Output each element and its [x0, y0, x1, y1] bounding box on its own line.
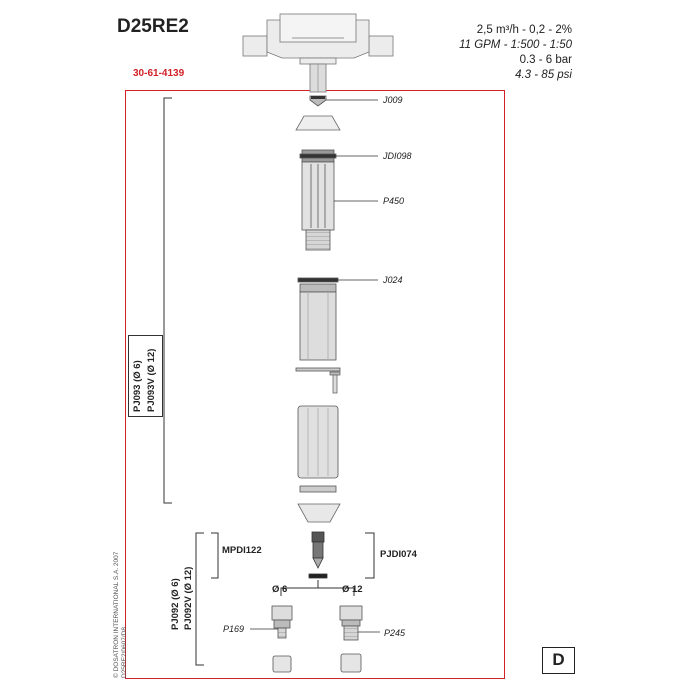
copyright-text: © DOSATRON INTERNATIONAL S.A. 2007 [113, 551, 120, 678]
model-title: D25RE2 [117, 16, 189, 37]
screw-icon [329, 371, 341, 394]
spec-line-bar: 0.3 - 6 bar [519, 54, 572, 66]
p450-plunger-icon [299, 149, 337, 251]
pjdi074-bracket [365, 532, 375, 579]
j009-part-icon [309, 95, 327, 107]
p245-connector-icon [339, 605, 363, 673]
check-valve-icon [308, 531, 328, 579]
label-pjdi074: PJDI074 [380, 549, 417, 560]
label-size-6: Ø 6 [272, 584, 288, 595]
spec-line-gpm: 11 GPM - 1:500 - 1:50 [459, 39, 572, 51]
label-p450: P450 [383, 196, 405, 206]
label-mpdi122: MPDI122 [222, 545, 262, 556]
pump-body-icon [242, 13, 394, 93]
label-j024: J024 [383, 275, 403, 285]
label-jdi098: JDI098 [383, 151, 412, 161]
section-letter-box: D [542, 647, 575, 674]
mpdi122-bracket [211, 532, 219, 579]
lower-kit-label-12: PJ092V (Ø 12) [183, 566, 194, 630]
cylinder-icon [295, 277, 341, 372]
spec-line-flow: 2,5 m³/h - 0,2 - 2% [476, 24, 572, 36]
reference-code: 30-61-4139 [133, 68, 185, 79]
upper-kit-bracket [163, 97, 172, 504]
lower-kit-bracket [195, 532, 204, 666]
p169-connector-icon [271, 605, 293, 673]
cone-seal-icon [295, 115, 341, 131]
document-code: D25RE2/0607/D8 [121, 627, 128, 678]
upper-kit-label-6: PJ093 (Ø 6) [132, 360, 143, 412]
spec-line-psi: 4.3 - 85 psi [515, 69, 572, 81]
label-j009: J009 [383, 95, 403, 105]
upper-kit-label-12: PJ093V (Ø 12) [146, 348, 157, 412]
upper-kit-box: PJ093 (Ø 6) PJ093V (Ø 12) [128, 335, 163, 417]
lower-cone-icon [297, 503, 341, 523]
label-p245: P245 [384, 628, 406, 638]
label-p169: P169 [223, 624, 245, 634]
adjustment-nut-icon [297, 405, 339, 493]
label-size-12: Ø 12 [342, 584, 363, 595]
lower-kit-label-6: PJ092 (Ø 6) [170, 578, 181, 630]
